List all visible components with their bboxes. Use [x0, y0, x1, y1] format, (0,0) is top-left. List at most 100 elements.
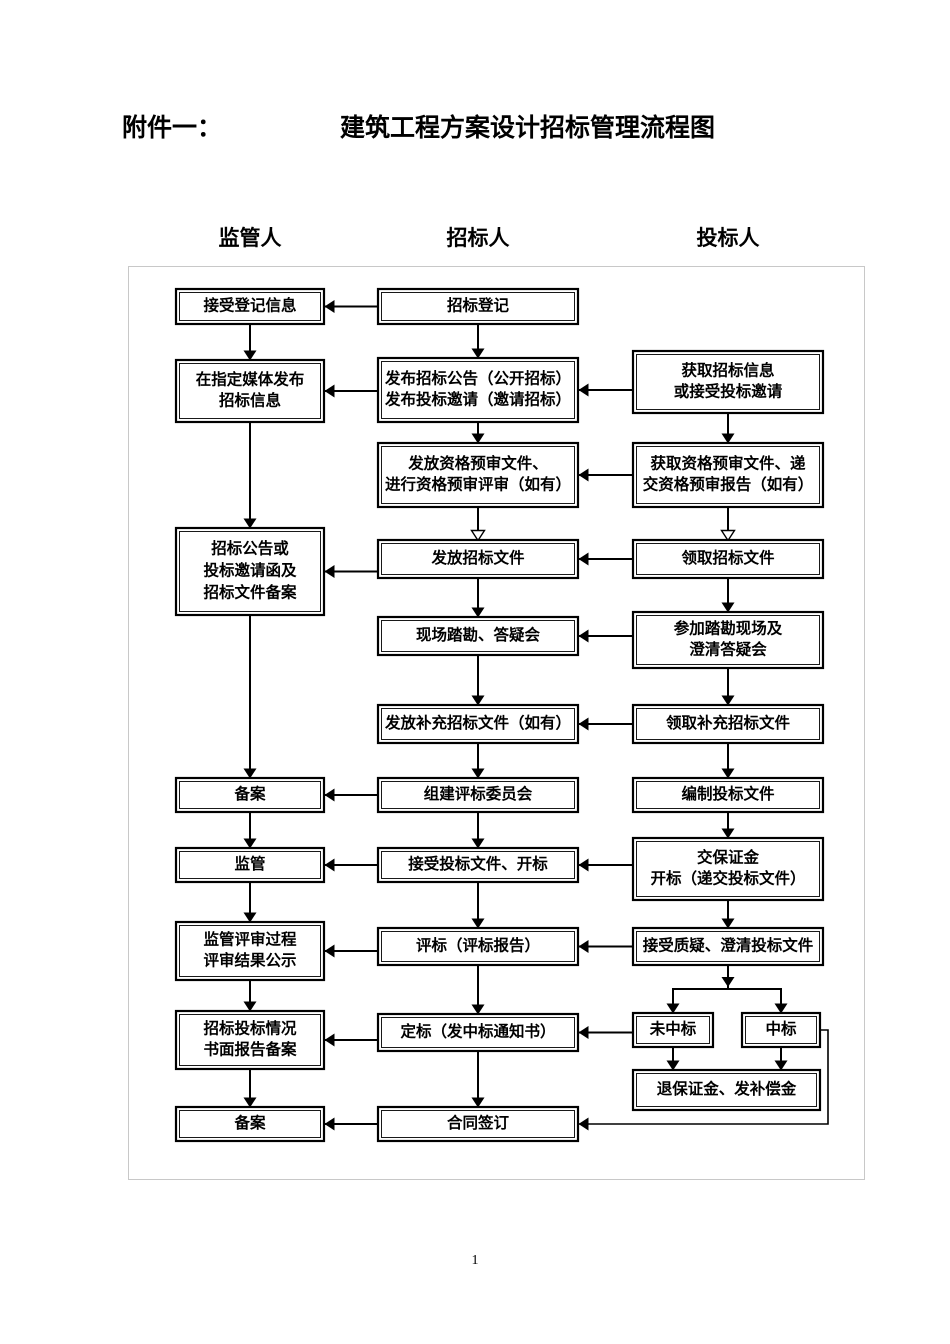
flowchart-node: 领取招标文件	[631, 538, 825, 580]
flowchart-canvas: 接受登记信息在指定媒体发布招标信息招标公告或投标邀请函及招标文件备案备案监管监管…	[174, 287, 829, 1143]
edge-layer	[243, 300, 829, 1131]
arrowhead-icon	[471, 1097, 485, 1108]
flowchart-node: 接受投标文件、开标	[376, 846, 580, 884]
arrowhead-icon	[324, 1117, 335, 1131]
column-heading-tenderer: 招标人	[446, 227, 510, 250]
flowchart-node: 编制投标文件	[631, 776, 825, 814]
flowchart-node-label: 发布投标邀请（邀请招标）	[384, 390, 571, 409]
flowchart-node-label: 组建评标委员会	[424, 784, 533, 803]
flowchart-connector	[728, 988, 782, 1013]
flowchart-node-label: 获取招标信息	[681, 361, 775, 380]
arrowhead-icon	[666, 1003, 680, 1014]
arrowhead-icon	[578, 940, 589, 953]
flowchart-node-label: 领取招标文件	[681, 548, 775, 567]
arrowhead-icon	[324, 1033, 335, 1047]
flowchart-node-label: 接受投标文件、开标	[408, 854, 548, 873]
arrowhead-icon	[243, 518, 257, 529]
arrowhead-icon	[578, 1026, 589, 1039]
flowchart-node-label: 参加踏勘现场及	[674, 619, 783, 638]
arrowhead-icon	[721, 768, 735, 779]
arrowhead-icon	[721, 602, 735, 613]
arrowhead-icon	[324, 384, 335, 398]
document-header: 附件一： 建筑工程方案设计招标管理流程图	[0, 108, 950, 148]
arrowhead-icon	[471, 433, 485, 444]
arrowhead-icon	[471, 695, 485, 706]
page-title: 建筑工程方案设计招标管理流程图	[340, 114, 716, 142]
flowchart-node: 接受质疑、澄清投标文件	[631, 926, 825, 967]
flowchart-node: 现场踏勘、答疑会	[376, 615, 580, 657]
attachment-label: 附件一：	[122, 114, 223, 142]
flowchart-node-label: 澄清答疑会	[689, 640, 767, 659]
flowchart-node-label: 招标投标情况	[203, 1019, 297, 1038]
flowchart-node-label: 发放补充招标文件（如有）	[384, 713, 571, 732]
flowchart-node: 评标（评标报告）	[376, 926, 580, 967]
flowchart-node: 备案	[174, 776, 326, 814]
flowchart-node-label: 接受登记信息	[203, 296, 297, 315]
flowchart-node-label: 投标邀请函及	[203, 561, 297, 580]
arrowhead-icon	[578, 552, 589, 566]
arrowhead-icon	[470, 529, 486, 542]
flowchart-node-label: 招标信息	[219, 391, 282, 410]
flowchart-node: 招标登记	[376, 287, 580, 326]
flowchart-node-label: 交保证金	[697, 848, 760, 867]
arrowhead-icon	[471, 1004, 485, 1015]
column-heading-bidder: 投标人	[696, 227, 760, 250]
arrowhead-icon	[721, 828, 735, 839]
flowchart-node: 退保证金、发补偿金	[631, 1068, 822, 1112]
arrowhead-icon	[243, 350, 257, 361]
flowchart-node-label: 退保证金、发补偿金	[657, 1079, 797, 1098]
arrowhead-icon	[471, 918, 485, 929]
arrowhead-icon	[721, 695, 735, 706]
flowchart-node: 发放补充招标文件（如有）	[376, 703, 580, 745]
flowchart-node-label: 获取资格预审文件、递	[650, 454, 806, 473]
arrowhead-icon	[720, 529, 736, 542]
flowchart-node-label: 接受质疑、澄清投标文件	[643, 936, 814, 955]
flowchart-node: 监管	[174, 846, 326, 884]
flowchart-node-label: 招标公告或	[211, 539, 289, 558]
node-layer: 接受登记信息在指定媒体发布招标信息招标公告或投标邀请函及招标文件备案备案监管监管…	[174, 287, 825, 1143]
flowchart-node: 发布招标公告（公开招标） 发布投标邀请（邀请招标）	[376, 356, 580, 424]
flowchart-node-label: 合同签订	[447, 1113, 510, 1132]
flowchart-node-label: 发布招标公告（公开招标）	[384, 369, 571, 388]
flowchart-node-label: 发放资格预审文件、	[407, 454, 548, 473]
flowchart-node: 领取补充招标文件	[631, 703, 825, 745]
flowchart-node: 发放招标文件	[376, 538, 580, 580]
arrowhead-icon	[324, 944, 335, 958]
column-heading-supervisor: 监管人	[218, 227, 282, 250]
flowchart-node-label: 编制投标文件	[681, 784, 775, 803]
arrowhead-icon	[243, 768, 257, 779]
arrowhead-icon	[721, 433, 735, 444]
flowchart-node-label: 招标文件备案	[203, 583, 297, 602]
flowchart-node: 合同签订	[376, 1105, 580, 1143]
flowchart-node-label: 开标（递交投标文件）	[650, 869, 805, 888]
arrowhead-icon	[243, 838, 257, 849]
flowchart-node: 未中标	[631, 1011, 715, 1049]
flowchart-node-label: 发放招标文件	[430, 548, 525, 567]
flowchart-node: 接受登记信息	[174, 287, 326, 326]
arrowhead-icon	[578, 468, 589, 482]
arrowhead-icon	[324, 565, 335, 578]
arrowhead-icon	[243, 912, 257, 923]
arrowhead-icon	[721, 918, 735, 929]
flowchart-node: 组建评标委员会	[376, 776, 580, 814]
flowchart-node-label: 评标（评标报告）	[416, 936, 540, 955]
flowchart-node-label: 现场踏勘、答疑会	[416, 625, 541, 644]
flowchart-node-label: 或接受投标邀请	[674, 382, 783, 401]
flowchart-node-label: 中标	[765, 1019, 797, 1038]
flowchart-node-label: 领取补充招标文件	[666, 713, 791, 732]
arrowhead-icon	[243, 1001, 257, 1012]
arrowhead-icon	[243, 1097, 257, 1108]
flowchart-node: 发放资格预审文件、进行资格预审评审（如有）	[376, 441, 580, 509]
flowchart-node-label: 备案	[233, 784, 266, 803]
flowchart-node-label: 评审结果公示	[203, 951, 296, 970]
flowchart-node-label: 备案	[233, 1113, 266, 1132]
arrowhead-icon	[578, 383, 589, 397]
arrowhead-icon	[666, 1060, 680, 1071]
